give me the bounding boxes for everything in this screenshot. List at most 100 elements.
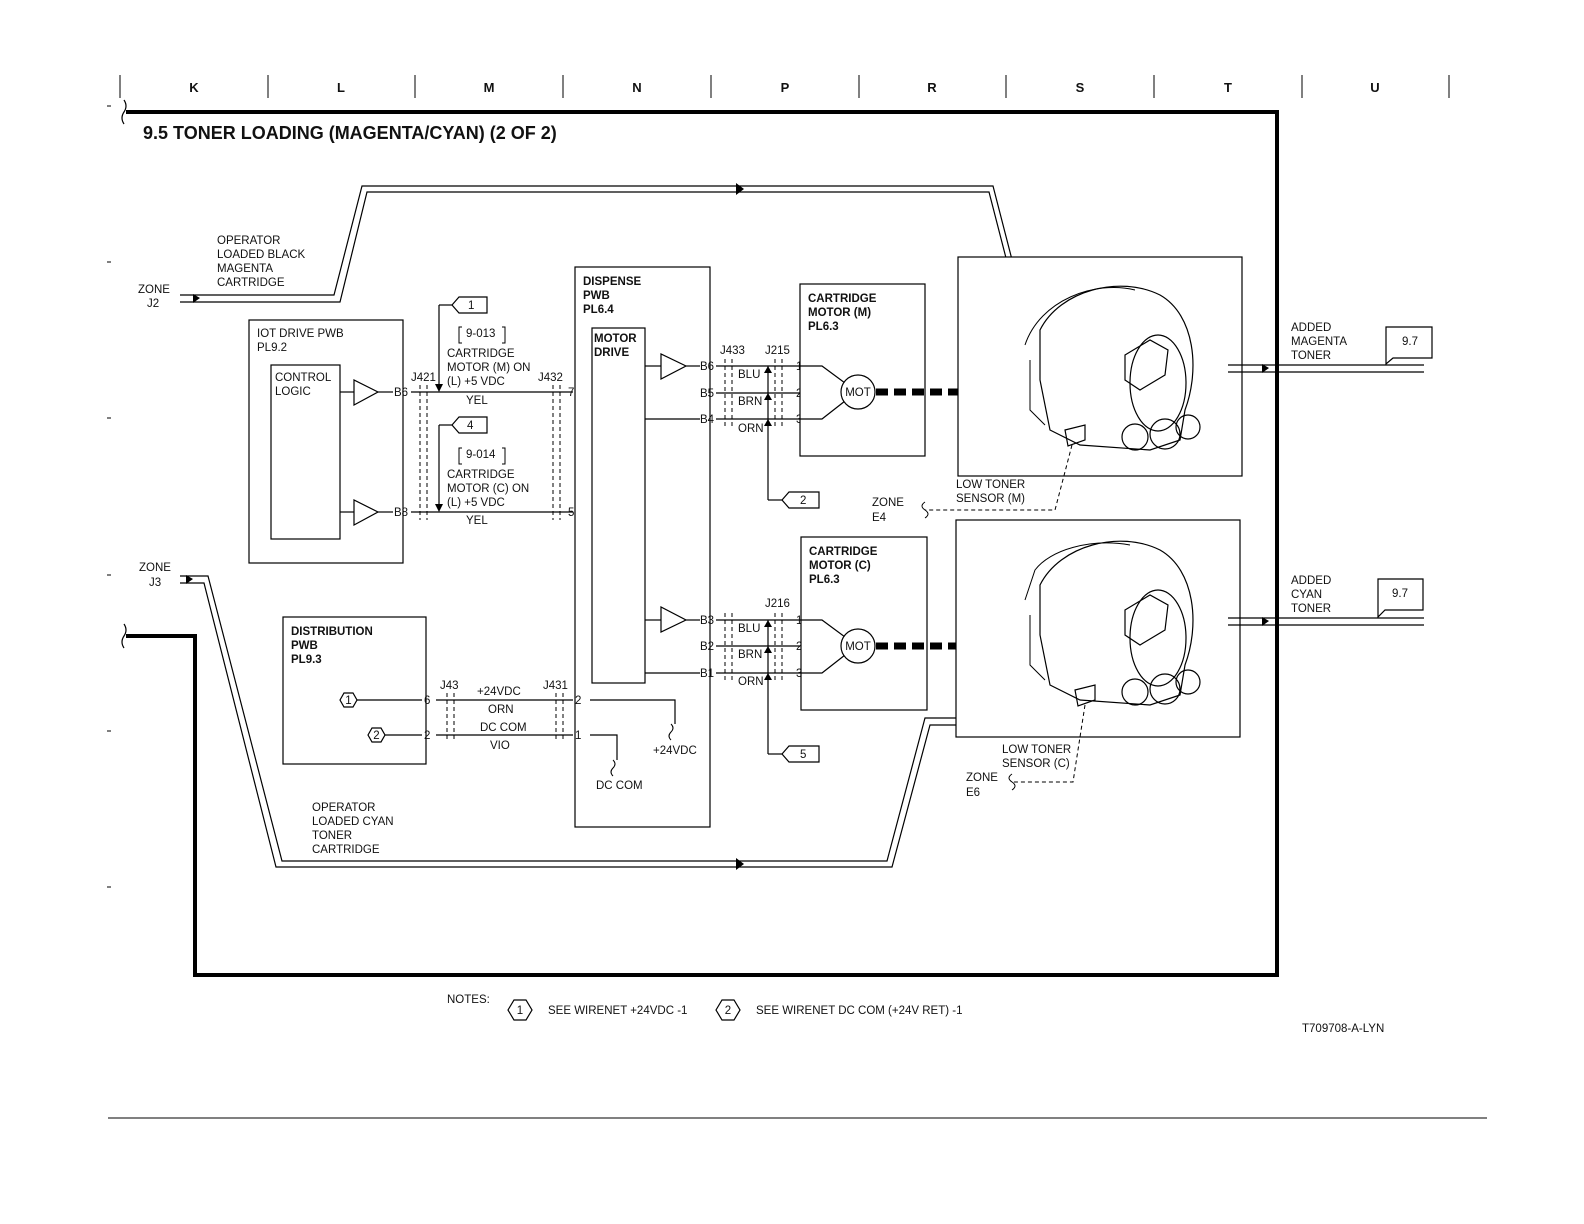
operator-black-label-2: LOADED BLACK (217, 249, 306, 261)
pin-7: 7 (568, 387, 574, 399)
pin-1-m: 1 (796, 361, 802, 373)
pin-2-dist: 2 (424, 730, 430, 742)
dispense-title-2: PWB (583, 290, 610, 302)
notes: NOTES: 1 SEE WIRENET +24VDC -1 2 SEE WIR… (447, 994, 963, 1021)
pin-2-c: 2 (796, 641, 802, 653)
supply-dccom: DC COM (596, 780, 643, 792)
document-id: T709708-A-LYN (1302, 1023, 1384, 1035)
added-magenta-1: ADDED (1291, 322, 1331, 334)
ref-97-m: 9.7 (1402, 336, 1418, 348)
wire-orn-dist: ORN (488, 704, 514, 716)
note-1-num: 1 (517, 1005, 523, 1017)
operator-black-label-3: MAGENTA (217, 263, 273, 275)
zone-j3-label-1: ZONE (139, 562, 171, 574)
pin-b4-disp: B4 (700, 414, 715, 426)
zone-label-l: L (337, 80, 345, 95)
wire-yel-m: YEL (466, 395, 488, 407)
pin-2-j431: 2 (575, 695, 581, 707)
supply-24vdc: +24VDC (653, 745, 697, 757)
signal-c-text-3: (L) +5 VDC (447, 497, 505, 509)
notes-label: NOTES: (447, 994, 490, 1006)
pin-1-c: 1 (796, 615, 802, 627)
iot-drive-pwb: IOT DRIVE PWB PL9.2 CONTROL LOGIC B6 B8 (248, 319, 408, 564)
ref-tag-4: 4 (467, 420, 474, 432)
signal-c-text-1: CARTRIDGE (447, 469, 515, 481)
conn-j215: J215 (765, 345, 790, 357)
wire-24vdc-label: +24VDC (477, 686, 521, 698)
harness-j433-j215: J433 J215 BLU BRN ORN 1 2 3 2 (716, 345, 820, 509)
dispense-title-3: PL6.4 (583, 304, 614, 316)
pin-b5-disp: B5 (700, 388, 714, 400)
pin-3-m: 3 (796, 414, 802, 426)
wire-blu-m: BLU (738, 369, 760, 381)
signal-code-9-013: 9-013 (466, 328, 495, 340)
zone-e6-1: ZONE (966, 772, 998, 784)
operator-black-label-4: CARTRIDGE (217, 277, 285, 289)
pin-6-dist: 6 (424, 695, 430, 707)
wire-dccom-label: DC COM (480, 722, 527, 734)
dist-title-2: PWB (291, 640, 318, 652)
zone-label-n: N (632, 80, 641, 95)
wire-vio: VIO (490, 740, 510, 752)
magenta-cartridge-path: OPERATOR LOADED BLACK MAGENTA CARTRIDGE … (138, 183, 1019, 310)
hex-ref-1: 1 (345, 695, 351, 707)
iot-title-1: IOT DRIVE PWB (257, 328, 344, 340)
conn-j432: J432 (538, 372, 563, 384)
pin-1-j431: 1 (575, 730, 581, 742)
added-cyan-2: CYAN (1291, 589, 1322, 601)
dispense-title-1: DISPENSE (583, 276, 641, 288)
section-frame (121, 99, 1279, 977)
pin-b8-iot: B8 (394, 507, 408, 519)
low-toner-m-2: SENSOR (M) (956, 493, 1025, 505)
wire-brn-m: BRN (738, 396, 762, 408)
zone-ruler: K L M N P R S T U (119, 75, 1450, 98)
low-toner-c-2: SENSOR (C) (1002, 758, 1070, 770)
cyan-cartridge-path: ZONE J3 OPERATOR LOADED CYAN TONER CARTR… (139, 562, 972, 870)
added-magenta-2: MAGENTA (1291, 336, 1347, 348)
ref-tag-2: 2 (800, 495, 806, 507)
harness-j421-j432: J421 J432 7 5 YEL YEL 1 9-013 CARTRIDGE … (411, 296, 590, 527)
harness-j43-j431: J43 J431 +24VDC ORN DC COM VIO 2 1 +24VD… (436, 680, 697, 792)
dist-title-3: PL9.3 (291, 654, 322, 666)
cart-m-title-1: CARTRIDGE (808, 293, 877, 305)
iot-title-2: PL9.2 (257, 342, 287, 354)
zone-label-m: M (484, 80, 495, 95)
zone-label-k: K (189, 80, 199, 95)
cart-c-title-3: PL6.3 (809, 574, 840, 586)
zone-label-p: P (781, 80, 790, 95)
mot-m: MOT (845, 387, 871, 399)
note-2-num: 2 (725, 1005, 731, 1017)
cart-c-title-2: MOTOR (C) (809, 560, 871, 572)
zone-j3-label-2: J3 (149, 577, 161, 589)
conn-j43: J43 (440, 680, 459, 692)
ref-97-c: 9.7 (1392, 588, 1408, 600)
added-cyan-1: ADDED (1291, 575, 1331, 587)
low-toner-c-1: LOW TONER (1002, 744, 1071, 756)
wire-orn-m: ORN (738, 423, 764, 435)
control-logic-2: LOGIC (275, 386, 311, 398)
zone-e6-2: E6 (966, 787, 980, 799)
note-1-text: SEE WIRENET +24VDC -1 (548, 1005, 687, 1017)
wire-orn-c: ORN (738, 676, 764, 688)
operator-cyan-label-3: TONER (312, 830, 352, 842)
signal-m-text-3: (L) +5 VDC (447, 376, 505, 388)
added-cyan-3: TONER (1291, 603, 1331, 615)
operator-black-label-1: OPERATOR (217, 235, 280, 247)
motor-drive-1: MOTOR (594, 333, 637, 345)
wire-brn-c: BRN (738, 649, 762, 661)
zone-label-s: S (1076, 80, 1085, 95)
page-title: 9.5 TONER LOADING (MAGENTA/CYAN) (2 OF 2… (143, 123, 557, 143)
cyan-cartridge-illustration: LOW TONER SENSOR (C) ZONE E6 (955, 519, 1241, 799)
magenta-cartridge-illustration: LOW TONER SENSOR (M) ZONE E4 (872, 256, 1243, 524)
signal-c-text-2: MOTOR (C) ON (447, 483, 529, 495)
note-2-text: SEE WIRENET DC COM (+24V RET) -1 (756, 1005, 963, 1017)
zone-label-r: R (927, 80, 937, 95)
zone-e4-1: ZONE (872, 497, 904, 509)
distribution-pwb: DISTRIBUTION PWB PL9.3 1 2 6 2 (282, 616, 430, 765)
zone-label-u: U (1370, 80, 1379, 95)
side-ticks (107, 105, 111, 888)
dist-title-1: DISTRIBUTION (291, 626, 373, 638)
wire-blu-c: BLU (738, 623, 760, 635)
